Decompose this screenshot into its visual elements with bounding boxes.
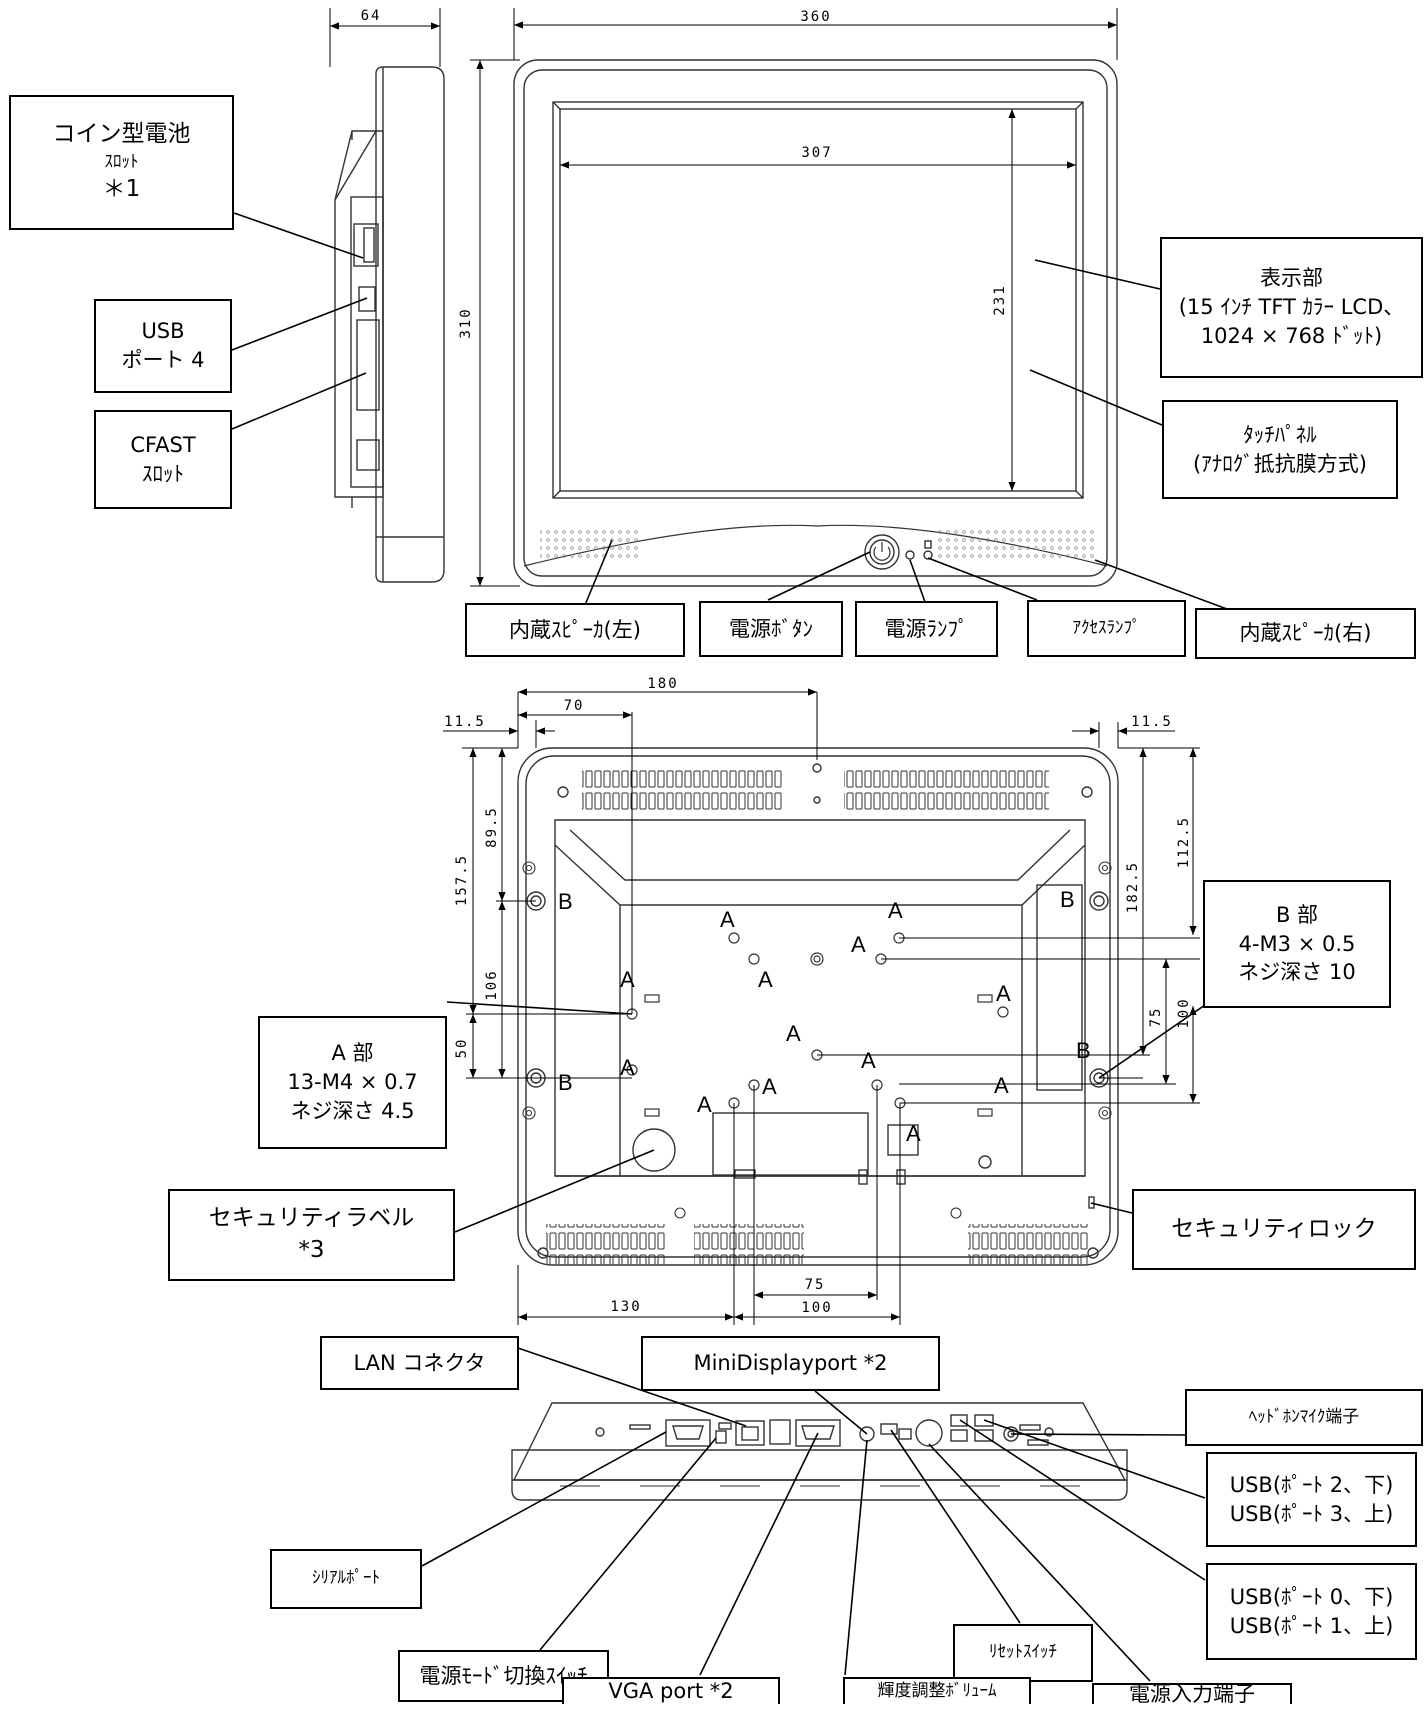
label-coin-battery-slot: コイン型電池ｽﾛｯﾄ＊1 bbox=[9, 95, 234, 230]
leader-lines bbox=[231, 212, 1236, 1682]
front-bezel-outer bbox=[513, 59, 1118, 587]
dim-100-vertical: 100 bbox=[1176, 997, 1192, 1028]
label-power-input-jack: 電源入力端子 bbox=[1092, 1682, 1292, 1706]
marker-a: A bbox=[996, 981, 1011, 1006]
label-lan-connector: LAN コネクタ bbox=[320, 1336, 519, 1390]
label-headphone-mic-jack: ﾍｯﾄﾞﾎﾝﾏｲｸ端子 bbox=[1185, 1389, 1423, 1446]
label-display-unit: 表示部(15 ｲﾝﾁ TFT ｶﾗｰ LCD、1024 × 768 ﾄﾞｯﾄ) bbox=[1160, 237, 1423, 378]
marker-a: A bbox=[786, 1021, 801, 1046]
lan-port-shape bbox=[735, 1420, 765, 1446]
dim-front-width: 360 bbox=[800, 9, 831, 25]
side-view-body bbox=[375, 66, 445, 583]
label-brightness-volume: 輝度調整ﾎﾞﾘｭｰﾑ bbox=[843, 1677, 1031, 1704]
marker-a: A bbox=[994, 1073, 1009, 1098]
label-speaker-left: 内蔵ｽﾋﾟｰｶ(左) bbox=[465, 603, 685, 657]
dim-70: 70 bbox=[564, 698, 585, 714]
marker-b: B bbox=[1076, 1038, 1091, 1063]
label-usb-port-2-3: USB(ﾎﾟｰﾄ 2、下)USB(ﾎﾟｰﾄ 3、上) bbox=[1206, 1452, 1417, 1547]
b-holes bbox=[526, 891, 1109, 1088]
dim-50: 50 bbox=[454, 1038, 470, 1059]
power-lamp-shape bbox=[905, 550, 915, 560]
dim-75-vertical: 75 bbox=[1148, 1007, 1164, 1028]
rear-view bbox=[517, 747, 1119, 1266]
a-holes bbox=[626, 932, 1009, 1117]
front-view bbox=[513, 59, 1118, 587]
dim-112-5: 112.5 bbox=[1176, 816, 1192, 868]
marker-a: A bbox=[697, 1092, 712, 1117]
label-speaker-right: 内蔵ｽﾋﾟｰｶ(右) bbox=[1195, 608, 1416, 659]
dim-75-horizontal: 75 bbox=[805, 1277, 826, 1293]
dim-157-5: 157.5 bbox=[454, 854, 470, 906]
marker-a: A bbox=[620, 967, 635, 992]
dim-side-depth: 64 bbox=[361, 8, 382, 24]
marker-a: A bbox=[861, 1048, 876, 1073]
dim-100-horizontal: 100 bbox=[801, 1300, 832, 1316]
label-security-lock: セキュリティロック bbox=[1132, 1189, 1416, 1270]
hole-marker-letters: B B B B A A A A A A A A A A A A A bbox=[558, 887, 1091, 1146]
dim-106: 106 bbox=[484, 969, 500, 1000]
dim-front-height: 310 bbox=[458, 307, 474, 338]
marker-a: A bbox=[906, 1121, 921, 1146]
label-security-label: セキュリティラベル*3 bbox=[168, 1189, 455, 1281]
security-label-circle bbox=[632, 1128, 676, 1172]
dim-screen-height: 231 bbox=[992, 284, 1008, 315]
label-minidisplayport: MiniDisplayport *2 bbox=[641, 1336, 940, 1391]
marker-a: A bbox=[888, 898, 903, 923]
speaker-grille-right bbox=[934, 530, 1094, 558]
label-power-lamp: 電源ﾗﾝﾌﾟ bbox=[855, 601, 998, 657]
label-touch-panel: ﾀｯﾁﾊﾟﾈﾙ(ｱﾅﾛｸﾞ抵抗膜方式) bbox=[1162, 400, 1398, 499]
side-view bbox=[334, 66, 445, 583]
marker-a: A bbox=[762, 1074, 777, 1099]
label-reset-switch: ﾘｾｯﾄｽｲｯﾁ bbox=[953, 1624, 1093, 1682]
marker-a: A bbox=[851, 932, 866, 957]
dim-screen-width: 307 bbox=[801, 145, 832, 161]
speaker-grille-left bbox=[540, 530, 638, 558]
dim-180: 180 bbox=[647, 676, 678, 692]
dim-11-5-left: 11.5 bbox=[444, 714, 486, 730]
label-usb-port-0-1: USB(ﾎﾟｰﾄ 0、下)USB(ﾎﾟｰﾄ 1、上) bbox=[1206, 1563, 1417, 1660]
label-power-button: 電源ﾎﾞﾀﾝ bbox=[699, 601, 843, 657]
dim-11-5-right: 11.5 bbox=[1131, 714, 1173, 730]
marker-b: B bbox=[558, 1070, 573, 1095]
rear-housing-outer bbox=[517, 747, 1119, 1266]
power-input-shape bbox=[915, 1419, 943, 1447]
marker-b: B bbox=[558, 889, 573, 914]
dim-182-5: 182.5 bbox=[1125, 861, 1141, 913]
bottom-view bbox=[511, 1402, 1128, 1501]
label-power-mode-switch: 電源ﾓｰﾄﾞ切換ｽｲｯﾁ bbox=[398, 1650, 609, 1702]
label-serial-port: ｼﾘｱﾙﾎﾟｰﾄ bbox=[270, 1549, 422, 1609]
dimension-lines bbox=[329, 8, 1200, 1325]
marker-a: A bbox=[720, 907, 735, 932]
dim-130: 130 bbox=[610, 1299, 641, 1315]
dimension-texts: 64 360 310 307 231 180 70 11.5 11.5 157.… bbox=[361, 8, 1192, 1316]
power-button-shape bbox=[864, 534, 900, 570]
marker-a: A bbox=[620, 1055, 635, 1080]
label-access-lamp: ｱｸｾｽﾗﾝﾌﾟ bbox=[1027, 600, 1186, 657]
marker-b: B bbox=[1060, 887, 1075, 912]
dim-89-5: 89.5 bbox=[484, 806, 500, 848]
label-vga-port: VGA port *2 bbox=[562, 1677, 780, 1704]
marker-a: A bbox=[758, 967, 773, 992]
display-area bbox=[552, 101, 1084, 499]
access-lamp-shape bbox=[923, 550, 933, 560]
